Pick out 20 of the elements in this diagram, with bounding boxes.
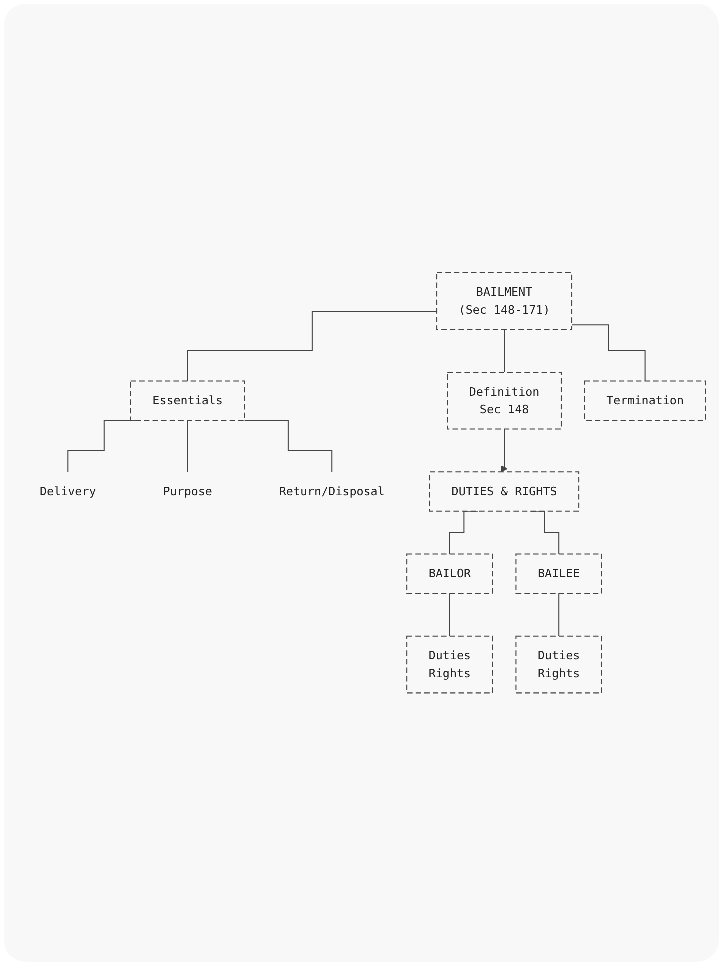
connector <box>572 324 646 382</box>
node-box: Definition Sec 148 <box>446 372 562 430</box>
arrow <box>500 428 508 472</box>
connector <box>558 593 560 637</box>
node-box: BAILMENT (Sec 148-171) <box>436 272 572 330</box>
node-box: Duties Rights <box>406 636 493 694</box>
node-box: DUTIES & RIGHTS <box>429 472 580 512</box>
node-box: Duties Rights <box>515 636 602 694</box>
node-box: BAILOR <box>406 554 493 594</box>
node-text: Return/Disposal <box>278 484 384 499</box>
connector <box>448 593 450 637</box>
node-box: BAILEE <box>515 554 602 594</box>
node-text: Delivery <box>40 484 96 499</box>
node-box: Termination <box>584 380 706 422</box>
node-box: Essentials <box>130 380 245 422</box>
connector <box>504 329 505 373</box>
connector <box>186 311 437 382</box>
connector <box>244 420 332 473</box>
node-text: Purpose <box>162 484 212 499</box>
connector <box>186 420 188 473</box>
